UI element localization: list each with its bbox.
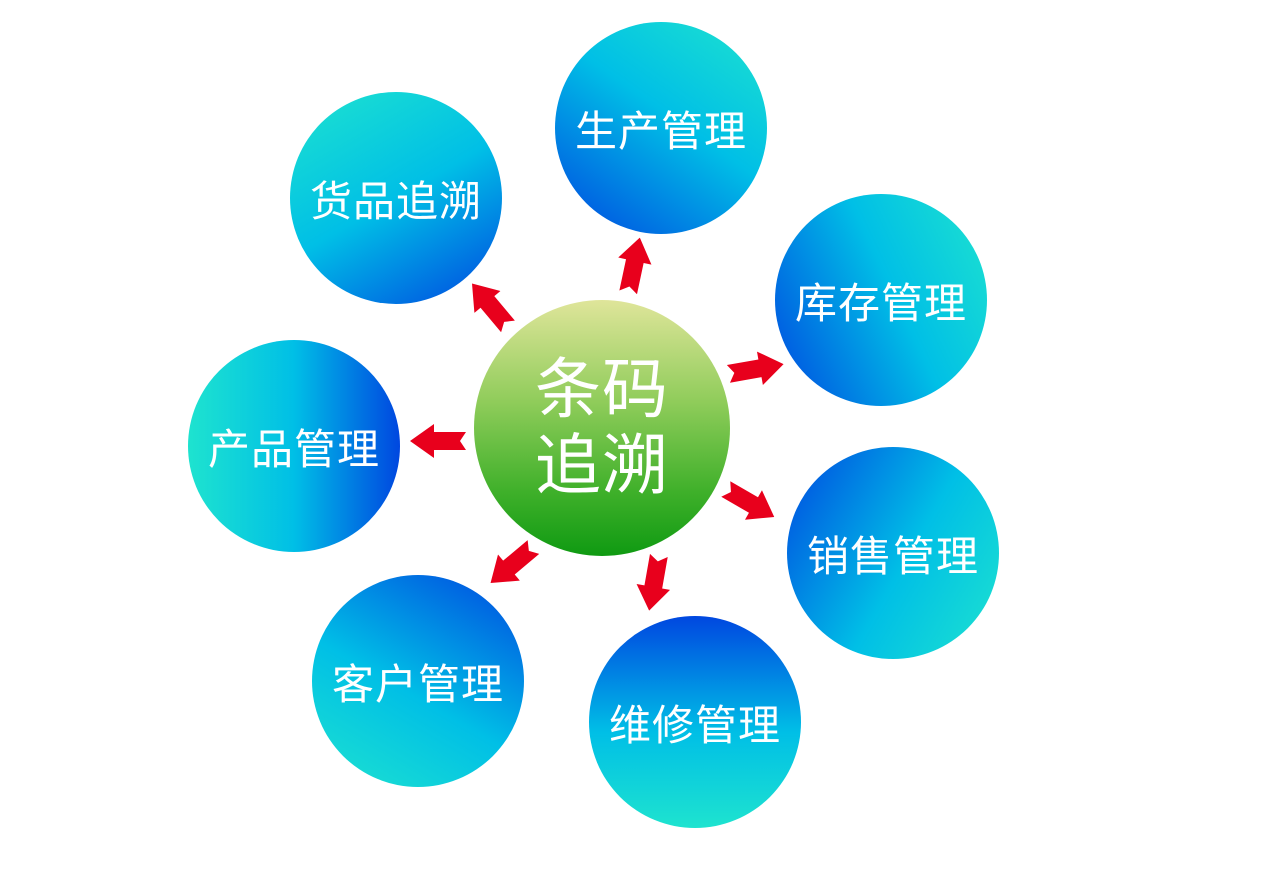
arrow-to-goods-trace-icon [459, 273, 521, 338]
hub-label: 条码 追溯 [527, 352, 677, 504]
node-label: 产品管理 [207, 424, 380, 474]
node-goods-trace: 货品追溯 [290, 92, 502, 304]
arrow-to-maintenance-icon [632, 552, 675, 613]
node-customer: 客户管理 [312, 575, 524, 787]
hub-label-line2: 追溯 [535, 427, 669, 504]
node-product: 产品管理 [188, 340, 400, 552]
hub-barcode-trace: 条码 追溯 [474, 300, 730, 556]
node-label: 生产管理 [574, 106, 747, 156]
arrow-to-sales-icon [717, 474, 782, 531]
node-production: 生产管理 [555, 22, 767, 234]
node-inventory: 库存管理 [775, 194, 987, 406]
node-label: 维修管理 [608, 700, 781, 750]
hub-label-line1: 条码 [535, 351, 669, 429]
node-label: 客户管理 [331, 659, 504, 709]
node-label: 库存管理 [794, 278, 967, 328]
arrow-to-inventory-icon [725, 347, 786, 390]
node-label: 货品追溯 [309, 176, 482, 226]
arrow-to-product-icon [410, 424, 466, 458]
arrow-to-production-icon [612, 234, 657, 296]
arrow-to-customer-icon [480, 534, 545, 596]
node-sales: 销售管理 [787, 447, 999, 659]
node-maintenance: 维修管理 [589, 616, 801, 828]
node-label: 销售管理 [806, 531, 979, 581]
